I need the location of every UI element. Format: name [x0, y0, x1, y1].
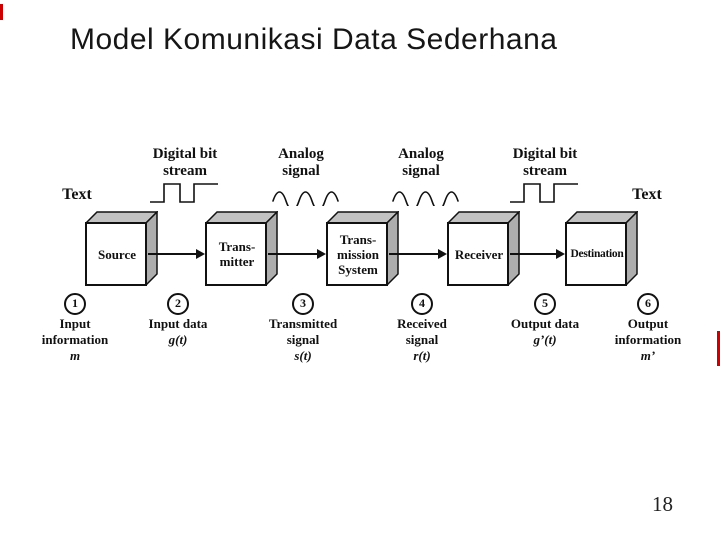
- flow-arrow-icon: [510, 249, 565, 259]
- step-caption-3: Transmitted signal s(t): [248, 316, 358, 364]
- caption-math: m: [69, 348, 81, 363]
- box-destination: Destination: [565, 211, 638, 286]
- caption-math: r(t): [413, 348, 431, 363]
- step-caption-6: Output information m’: [593, 316, 703, 364]
- caption-line: Input data: [148, 316, 208, 331]
- signal-label-analog-1: Analog signal: [278, 146, 324, 179]
- box-3d-graphic: [205, 211, 278, 286]
- box-3d-graphic: [326, 211, 399, 286]
- signal-label-digital-2: Digital bit stream: [512, 146, 578, 179]
- box-transmitter: Trans- mitter: [205, 211, 278, 286]
- step-circle-2: 2: [167, 293, 189, 315]
- caption-math: g(t): [168, 332, 188, 347]
- box-source: Source: [85, 211, 158, 286]
- page-title: Model Komunikasi Data Sederhana: [70, 23, 558, 56]
- square-wave-icon: [148, 182, 220, 204]
- step-caption-5: Output data g’(t): [490, 316, 600, 348]
- caption-line: information: [614, 332, 682, 347]
- sine-wave-icon: [392, 188, 460, 206]
- caption-line: Received: [397, 316, 447, 331]
- step-circle-6: 6: [637, 293, 659, 315]
- square-wave-icon: [508, 182, 580, 204]
- step-caption-1: Input information m: [20, 316, 130, 364]
- red-border-fragment-right: [717, 331, 720, 366]
- caption-line: Output data: [510, 316, 580, 331]
- step-caption-2: Input data g(t): [123, 316, 233, 348]
- signal-label-analog-2: Analog signal: [398, 146, 444, 179]
- step-circle-4: 4: [411, 293, 433, 315]
- step-circle-3: 3: [292, 293, 314, 315]
- sine-wave-icon: [272, 188, 340, 206]
- box-3d-graphic: [565, 211, 638, 286]
- step-circle-1: 1: [64, 293, 86, 315]
- caption-line: signal: [286, 332, 320, 347]
- flow-arrow-icon: [268, 249, 326, 259]
- caption-math: m’: [640, 348, 656, 363]
- box-label: Receiver: [454, 246, 504, 262]
- step-caption-4: Received signal r(t): [367, 316, 477, 364]
- box-3d-graphic: [85, 211, 158, 286]
- endpoint-label-right: Text: [632, 186, 662, 203]
- box-transmission-system: Trans- mission System: [326, 211, 399, 286]
- signal-label-digital-1: Digital bit stream: [152, 146, 218, 179]
- caption-line: signal: [405, 332, 439, 347]
- caption-math: s(t): [294, 348, 312, 363]
- box-receiver: Receiver: [447, 211, 520, 286]
- page-number: 18: [652, 492, 673, 516]
- box-label: Destination: [570, 247, 624, 260]
- caption-line: Output: [627, 316, 669, 331]
- endpoint-label-left: Text: [62, 186, 92, 203]
- box-label: Trans- mission System: [337, 231, 379, 277]
- red-border-fragment-left: [0, 4, 3, 20]
- step-circle-5: 5: [534, 293, 556, 315]
- box-label: Source: [97, 246, 137, 262]
- caption-line: information: [41, 332, 109, 347]
- flow-arrow-icon: [389, 249, 447, 259]
- caption-line: Transmitted: [268, 316, 338, 331]
- flow-arrow-icon: [148, 249, 205, 259]
- caption-line: Input: [59, 316, 91, 331]
- box-label: Trans- mitter: [218, 239, 256, 269]
- caption-math: g’(t): [533, 332, 557, 347]
- box-3d-graphic: [447, 211, 520, 286]
